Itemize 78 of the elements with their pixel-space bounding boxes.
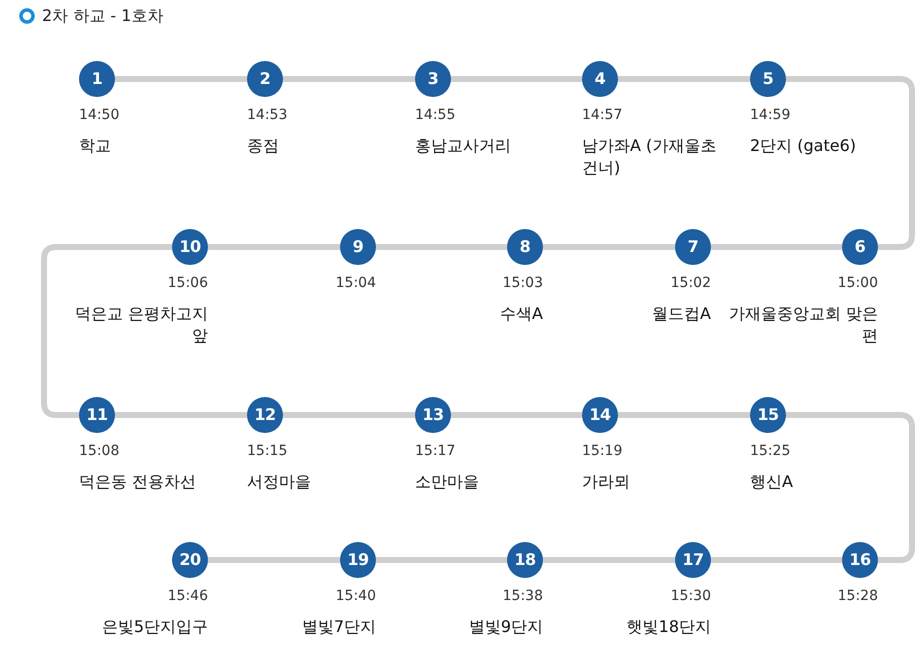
stop-name: 학교 bbox=[79, 135, 112, 157]
stop-circle: 2 bbox=[247, 61, 283, 97]
stop-circle: 6 bbox=[842, 229, 878, 265]
time-label: 15:17 bbox=[415, 443, 456, 459]
stop-name: 햇빛18단지 bbox=[626, 616, 711, 638]
route-line bbox=[786, 76, 915, 250]
stop-name: 소만마을 bbox=[415, 471, 480, 493]
heading: 2차 하교 - 1호차 bbox=[42, 6, 164, 27]
time-label: 15:19 bbox=[582, 443, 622, 459]
stop-name: 홍남교사거리 bbox=[415, 135, 512, 157]
stop-name: 가재울중앙교회 맞은편 bbox=[728, 303, 878, 347]
time-label: 15:08 bbox=[79, 443, 120, 459]
stop-circle: 5 bbox=[750, 61, 786, 97]
stop-circle: 9 bbox=[340, 229, 376, 265]
route-line bbox=[711, 244, 842, 250]
time-label: 15:00 bbox=[838, 275, 878, 291]
route-line bbox=[115, 76, 247, 82]
stop-circle: 14 bbox=[582, 397, 618, 433]
route-line bbox=[283, 76, 415, 82]
time-label: 14:59 bbox=[750, 107, 790, 123]
stop-name: 덕은동 전용차선 bbox=[79, 471, 198, 493]
stop-circle: 19 bbox=[340, 542, 376, 578]
stop-circle: 20 bbox=[172, 542, 208, 578]
time-label: 15:38 bbox=[502, 588, 543, 604]
time-label: 15:02 bbox=[670, 275, 711, 291]
stop-circle: 4 bbox=[582, 61, 618, 97]
time-label: 15:04 bbox=[336, 275, 376, 291]
stop-circle: 16 bbox=[842, 542, 878, 578]
time-label: 14:53 bbox=[247, 107, 288, 123]
stop-name: 수색A bbox=[499, 303, 543, 325]
stop-circle: 8 bbox=[507, 229, 543, 265]
time-label: 15:28 bbox=[838, 588, 878, 604]
time-label: 14:57 bbox=[582, 107, 622, 123]
stop-circle: 3 bbox=[415, 61, 451, 97]
route-line bbox=[376, 244, 507, 250]
stop-circle: 18 bbox=[507, 542, 543, 578]
route-line bbox=[115, 412, 247, 418]
stop-name: 별빛7단지 bbox=[300, 616, 376, 638]
time-label: 15:30 bbox=[670, 588, 711, 604]
time-label: 15:46 bbox=[168, 588, 208, 604]
route-line bbox=[711, 557, 842, 563]
time-label: 15:15 bbox=[247, 443, 288, 459]
route-line bbox=[451, 412, 582, 418]
stop-name: 서정마을 bbox=[247, 471, 312, 493]
route-line bbox=[208, 557, 340, 563]
route-line bbox=[376, 557, 507, 563]
time-label: 15:25 bbox=[750, 443, 790, 459]
time-label: 15:03 bbox=[502, 275, 543, 291]
stop-name: 은빛5단지입구 bbox=[100, 616, 208, 638]
route-line bbox=[786, 412, 915, 563]
stop-circle: 15 bbox=[750, 397, 786, 433]
stop-circle: 1 bbox=[79, 61, 115, 97]
route-line bbox=[41, 244, 172, 418]
stop-circle: 17 bbox=[675, 542, 711, 578]
stop-circle: 13 bbox=[415, 397, 451, 433]
stop-name: 별빛9단지 bbox=[468, 616, 543, 638]
route-line bbox=[543, 557, 675, 563]
stop-name: 가라뫼 bbox=[582, 471, 631, 493]
stop-name: 행신A bbox=[750, 471, 794, 493]
stop-name: 덕은교 은평차고지 앞 bbox=[74, 303, 208, 347]
stop-name: 월드컵A bbox=[651, 303, 711, 325]
route-line bbox=[618, 412, 750, 418]
time-label: 14:55 bbox=[415, 107, 456, 123]
route-line bbox=[543, 244, 675, 250]
time-label: 15:40 bbox=[336, 588, 376, 604]
stop-circle: 11 bbox=[79, 397, 115, 433]
route-line bbox=[618, 76, 750, 82]
stop-circle: 10 bbox=[172, 229, 208, 265]
stop-circle: 12 bbox=[247, 397, 283, 433]
time-label: 15:06 bbox=[168, 275, 208, 291]
route-line bbox=[208, 244, 340, 250]
stop-name: 종점 bbox=[247, 135, 280, 157]
stop-name: 남가좌A (가재울초건너) bbox=[582, 135, 718, 179]
route-line bbox=[451, 76, 582, 82]
time-label: 14:50 bbox=[79, 107, 120, 123]
route-line bbox=[283, 412, 415, 418]
stop-name: 2단지 (gate6) bbox=[750, 135, 858, 157]
stop-circle: 7 bbox=[675, 229, 711, 265]
